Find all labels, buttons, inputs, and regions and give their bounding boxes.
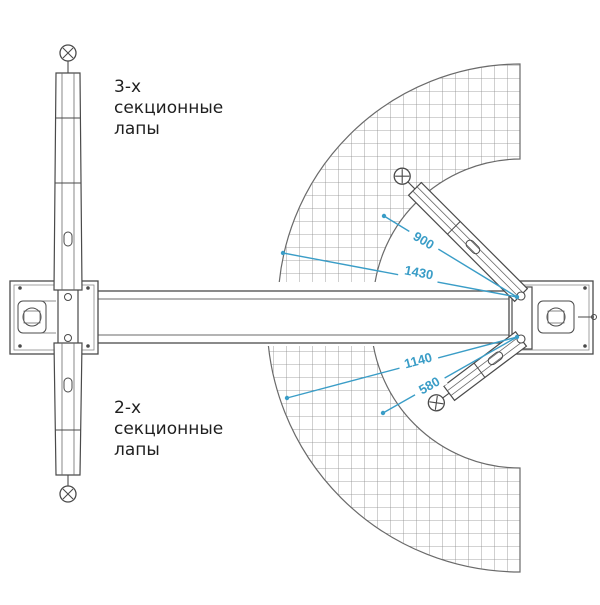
label-bottom-line1: 2-х xyxy=(114,398,142,418)
right-arm-upper xyxy=(393,167,529,303)
arm-sweep-zone-bottom xyxy=(267,346,521,573)
label-bottom-line2: секционные xyxy=(114,419,224,439)
label-3-section-arms: 3-х секционные лапы xyxy=(114,77,223,140)
dim-label-1140: 1140 xyxy=(403,350,434,372)
label-top-line2: секционные xyxy=(114,98,224,118)
left-arm-3-section xyxy=(53,72,83,291)
label-2-section-arms: 2-х секционные лапы xyxy=(114,398,223,461)
main-beam xyxy=(69,290,523,344)
dimension-labels: 900 1430 1140 580 xyxy=(396,224,448,401)
label-top-line3: лапы xyxy=(114,119,160,139)
left-arm-bottom-pad xyxy=(59,475,77,503)
dim-label-1430: 1430 xyxy=(403,262,434,282)
dimension-end-dots xyxy=(280,213,520,416)
dim-line-900 xyxy=(383,215,518,298)
label-bottom-line3: лапы xyxy=(114,440,160,460)
left-arm-2-section xyxy=(53,342,83,476)
dim-line-580 xyxy=(382,336,518,414)
label-top-line1: 3-х xyxy=(114,77,142,97)
left-arm-top-pad xyxy=(59,44,77,73)
